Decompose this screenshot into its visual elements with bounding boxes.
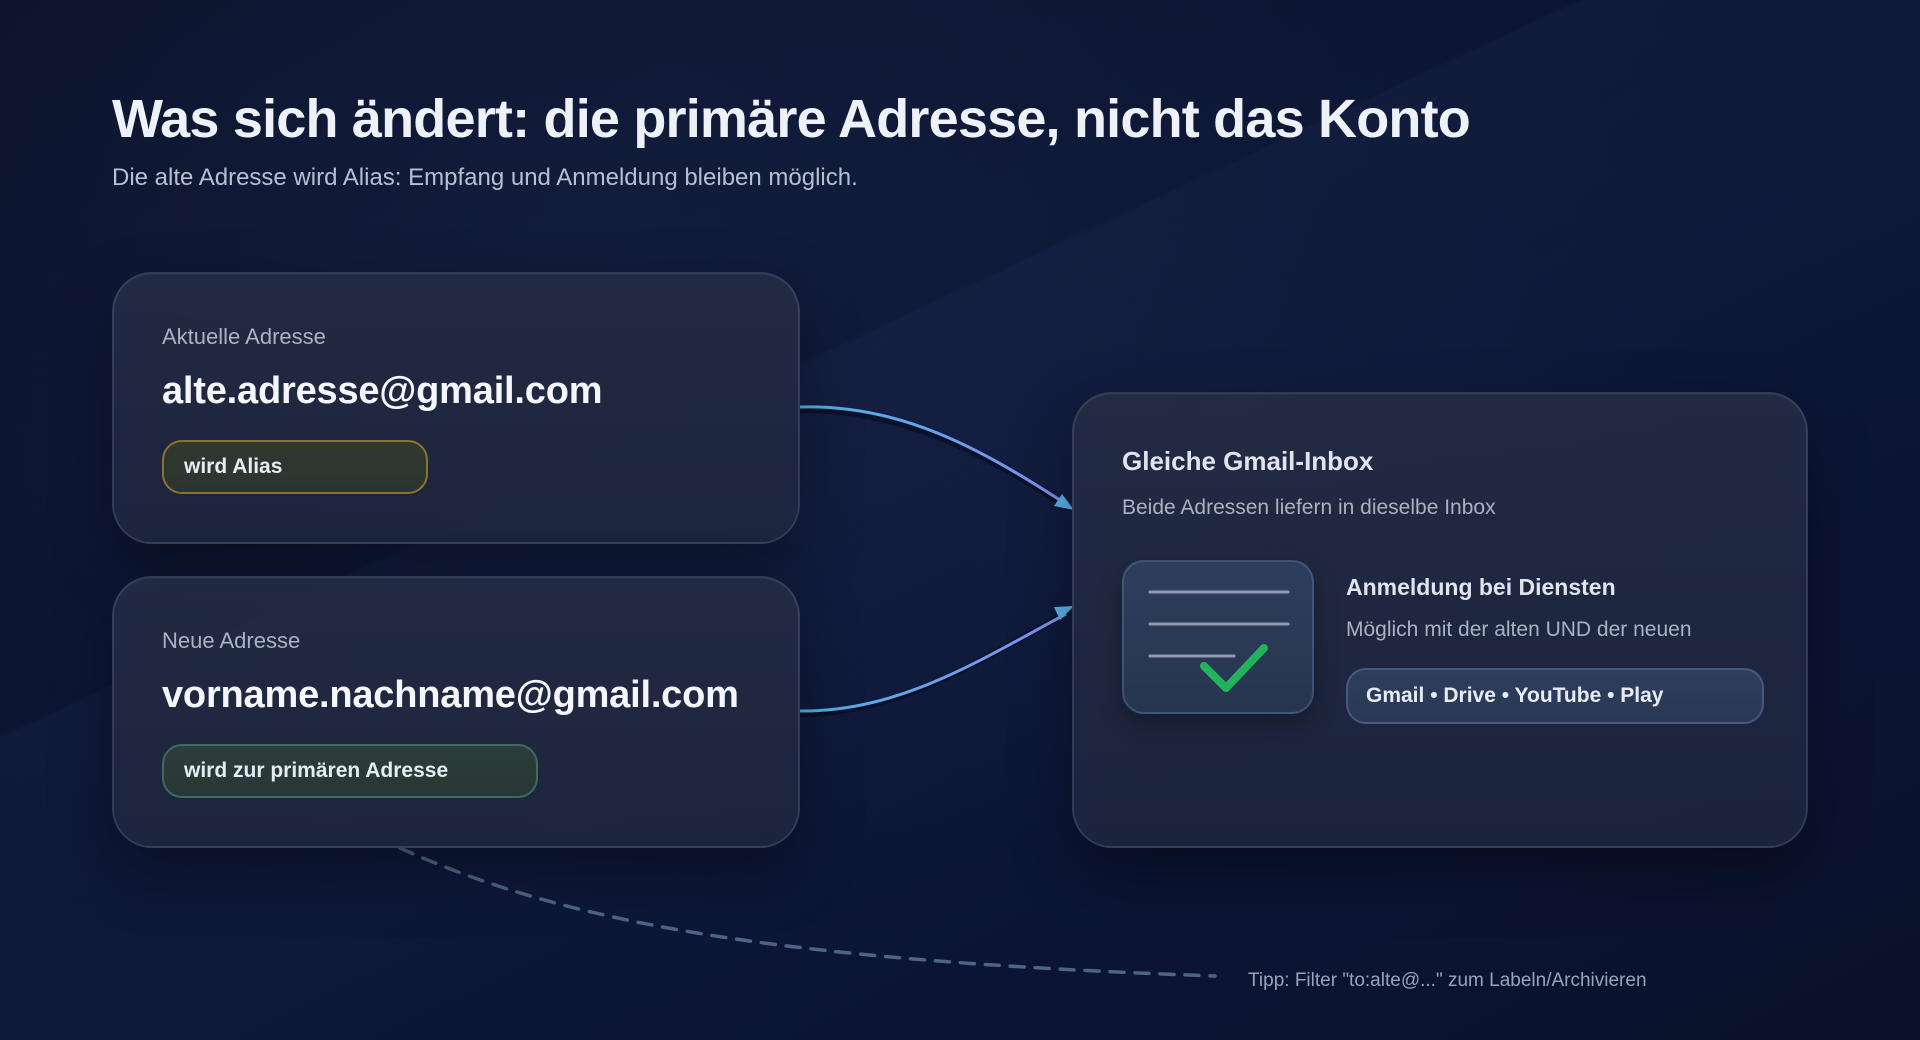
page-subtitle: Die alte Adresse wird Alias: Empfang und…	[112, 164, 858, 191]
page-title: Was sich ändert: die primäre Adresse, ni…	[112, 89, 1471, 149]
new-address-email: vorname.nachname@gmail.com	[162, 674, 739, 716]
inbox-title: Gleiche Gmail-Inbox	[1122, 446, 1374, 476]
inbox-subtitle: Beide Adressen liefern in dieselbe Inbox	[1122, 496, 1496, 519]
new-address-label: Neue Adresse	[162, 628, 301, 653]
arrow-old-to-inbox	[799, 405, 1067, 506]
old-address-email: alte.adresse@gmail.com	[162, 370, 603, 412]
inbox-card: Gleiche Gmail-Inbox Beide Adressen liefe…	[1072, 392, 1808, 848]
services-subtitle: Möglich mit der alten UND der neuen	[1346, 618, 1692, 641]
services-pill: Gmail • Drive • YouTube • Play	[1346, 668, 1764, 724]
new-address-card: Neue Adresse vorname.nachname@gmail.com …	[112, 576, 800, 848]
tip-dashed-connector	[398, 846, 1217, 978]
arrow-new-to-inbox	[799, 612, 1067, 713]
primary-badge: wird zur primären Adresse	[162, 744, 538, 798]
tip-text: Tipp: Filter "to:alte@..." zum Labeln/Ar…	[1248, 970, 1647, 991]
services-title: Anmeldung bei Diensten	[1346, 574, 1616, 600]
document-check-icon	[1122, 560, 1314, 714]
alias-badge: wird Alias	[162, 440, 428, 494]
old-address-label: Aktuelle Adresse	[162, 324, 326, 349]
arrowhead-old	[1054, 494, 1074, 510]
arrowhead-new	[1054, 606, 1074, 620]
old-address-card: Aktuelle Adresse alte.adresse@gmail.com …	[112, 272, 800, 544]
